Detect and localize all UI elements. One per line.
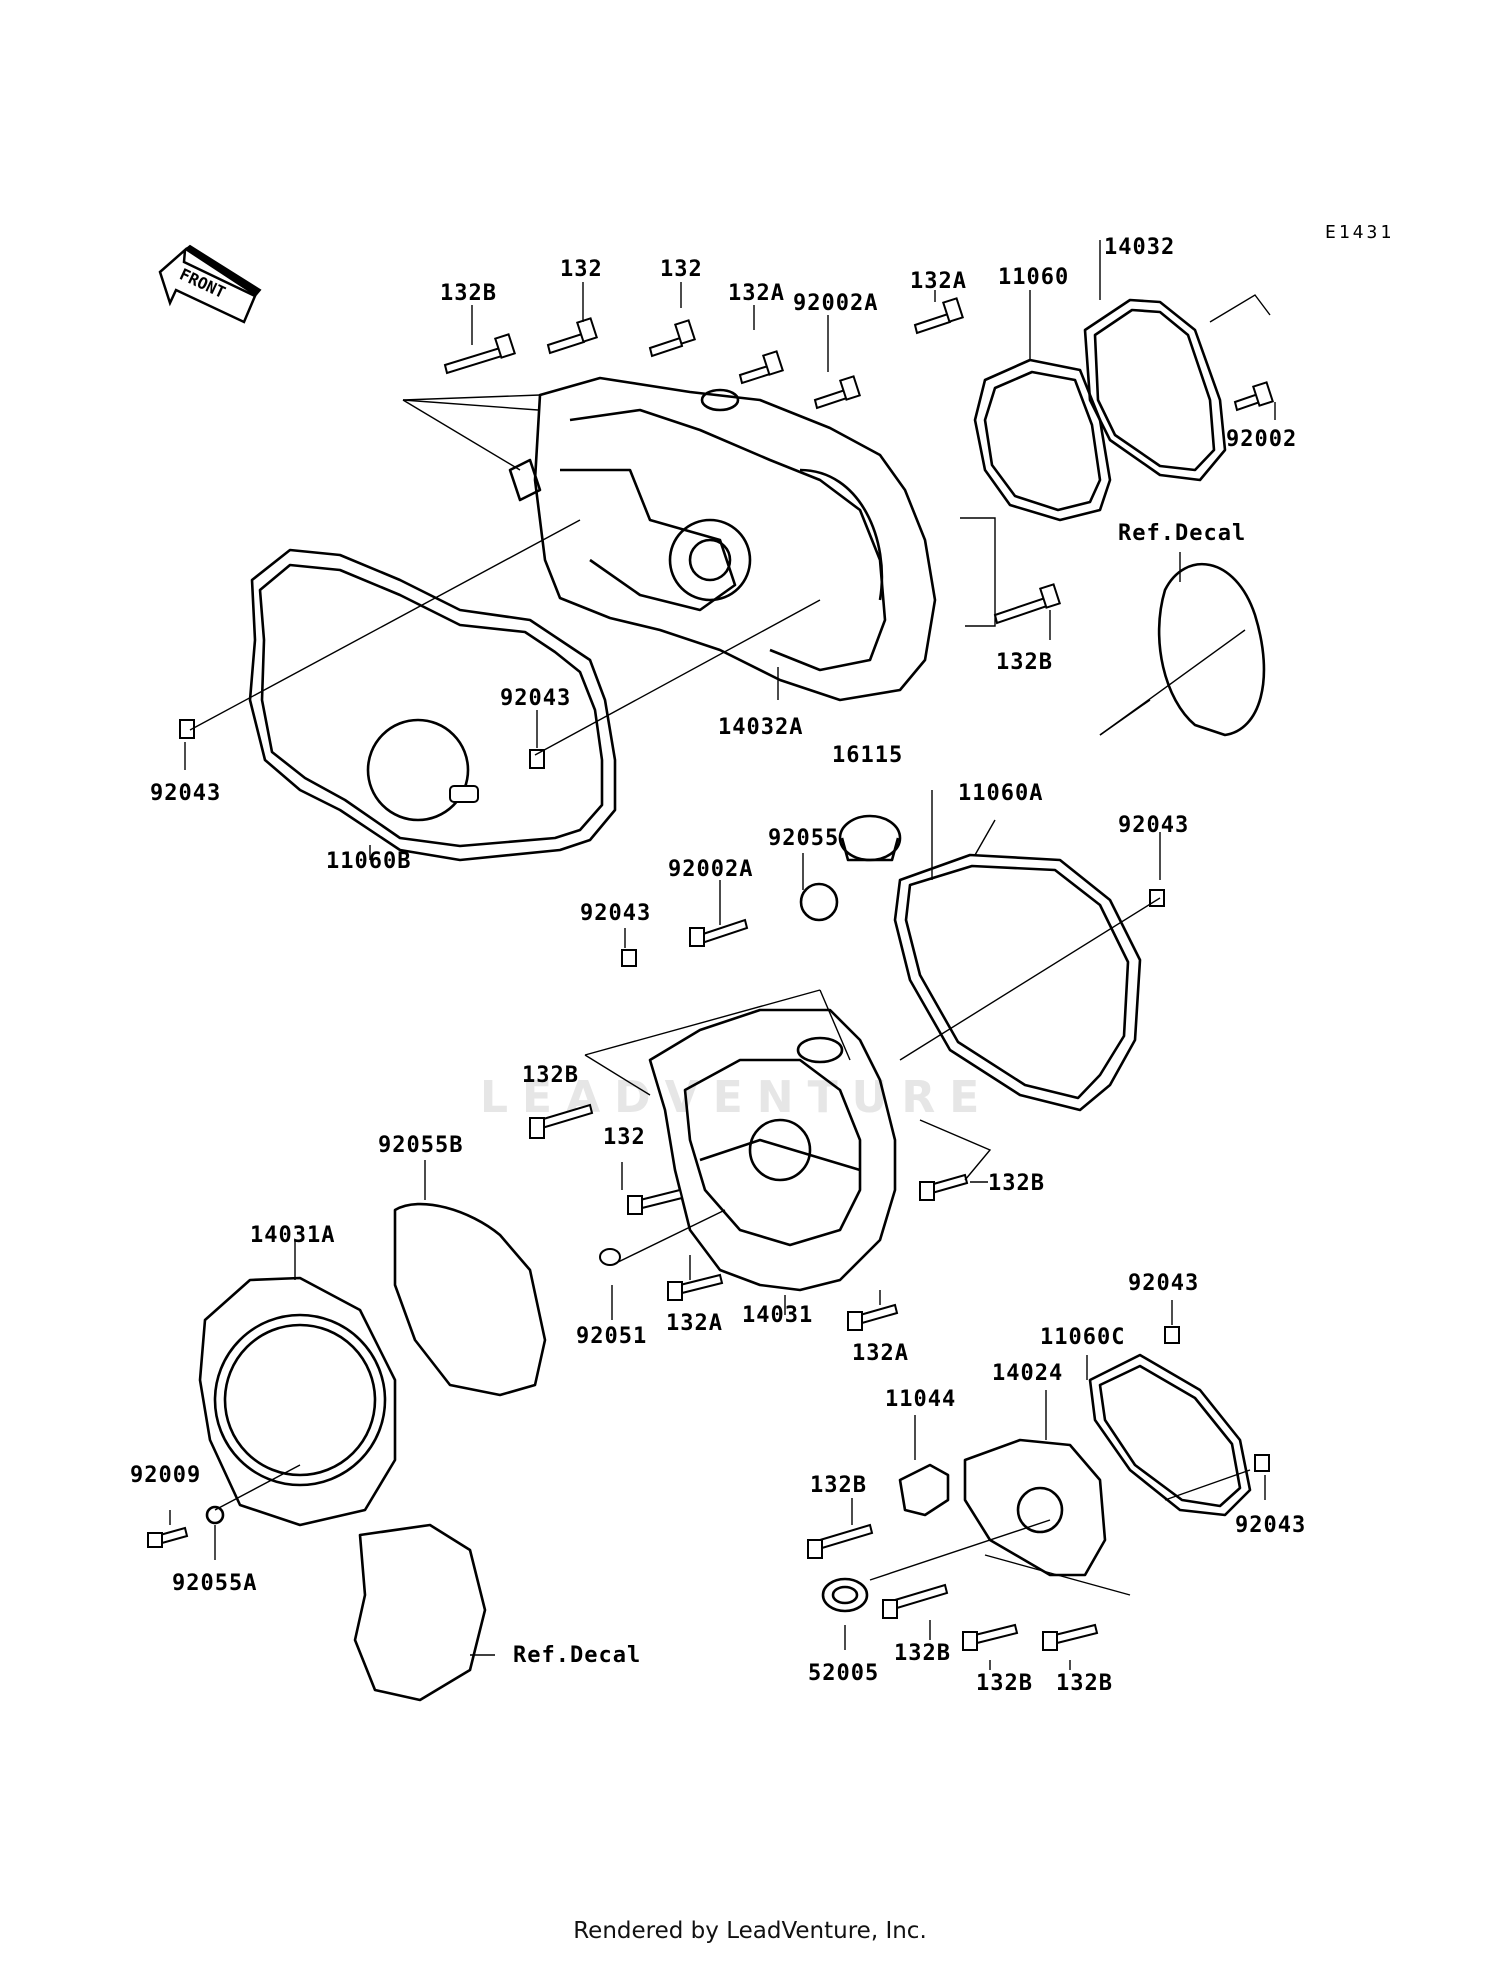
label-92043-e: 92043	[1128, 1271, 1199, 1296]
bolts-upper	[179, 297, 1275, 769]
label-132-b: 132	[660, 257, 703, 282]
label-14031: 14031	[742, 1303, 813, 1328]
label-ref-decal-b: Ref.Decal	[513, 1643, 641, 1668]
label-11060: 11060	[998, 265, 1069, 290]
label-11044: 11044	[885, 1387, 956, 1412]
gasket-11060b	[248, 548, 617, 862]
label-11060c: 11060C	[1040, 1325, 1125, 1350]
oring-92055	[799, 882, 839, 922]
cover-14024	[963, 1438, 1107, 1577]
bolts-lower	[147, 889, 1270, 1651]
label-92055b: 92055B	[378, 1133, 463, 1158]
ref-decal-upper	[1157, 563, 1266, 737]
ref-decal-lower	[353, 1523, 487, 1702]
footer-credit: Rendered by LeadVenture, Inc.	[573, 1918, 927, 1944]
label-132-a: 132	[560, 257, 603, 282]
label-92051: 92051	[576, 1324, 647, 1349]
label-92055a: 92055A	[172, 1571, 257, 1596]
label-132b-f: 132B	[894, 1641, 951, 1666]
label-132b-g: 132B	[976, 1671, 1033, 1696]
label-92043-d: 92043	[580, 901, 651, 926]
bracket-11044	[898, 1463, 950, 1517]
label-132b-h: 132B	[1056, 1671, 1113, 1696]
label-92043-c: 92043	[1118, 813, 1189, 838]
cover-14031a	[198, 1276, 397, 1527]
front-arrow-icon: FRONT	[158, 244, 262, 324]
label-14024: 14024	[992, 1361, 1063, 1386]
gasket-11060c	[1088, 1353, 1252, 1517]
label-132a-c: 132A	[666, 1311, 723, 1336]
label-11060b: 11060B	[326, 849, 411, 874]
label-ref-decal-a: Ref.Decal	[1118, 521, 1246, 546]
label-52005: 52005	[808, 1661, 879, 1686]
label-132a-d: 132A	[852, 1341, 909, 1366]
clutch-cover-14032a	[508, 376, 937, 702]
label-132b-e: 132B	[810, 1473, 867, 1498]
label-132b-a: 132B	[440, 281, 497, 306]
gasket-11060a	[893, 853, 1142, 1112]
label-11060a: 11060A	[958, 781, 1043, 806]
label-92002a-b: 92002A	[668, 857, 753, 882]
label-92043-b: 92043	[150, 781, 221, 806]
label-132b-d: 132B	[988, 1171, 1045, 1196]
leader-lines-lower	[169, 790, 1266, 1670]
label-132a-b: 132A	[910, 269, 967, 294]
label-14032: 14032	[1104, 235, 1175, 260]
oring-92055b	[393, 1202, 547, 1397]
label-92043-a: 92043	[500, 686, 571, 711]
diagram-code: E1431	[1325, 222, 1394, 243]
oil-seal-52005	[821, 1577, 869, 1613]
label-14032a: 14032A	[718, 715, 803, 740]
leader-lines-upper	[184, 240, 1276, 860]
label-132a-a: 132A	[728, 281, 785, 306]
label-92002: 92002	[1226, 427, 1297, 452]
cap-16115	[838, 814, 902, 862]
label-132-c: 132	[603, 1125, 646, 1150]
label-92043-f: 92043	[1235, 1513, 1306, 1538]
cover-14031	[648, 1008, 897, 1292]
label-92002a-a: 92002A	[793, 291, 878, 316]
label-132b-b: 132B	[996, 650, 1053, 675]
label-14031a: 14031A	[250, 1223, 335, 1248]
label-92009: 92009	[130, 1463, 201, 1488]
cover-14032	[1083, 298, 1227, 482]
label-132b-c: 132B	[522, 1063, 579, 1088]
label-92055: 92055	[768, 826, 839, 851]
gasket-11060	[973, 358, 1112, 522]
part-labels: 132B 132 132 132A 92002A 132A 11060 1403…	[130, 235, 1306, 1696]
label-16115: 16115	[832, 743, 903, 768]
